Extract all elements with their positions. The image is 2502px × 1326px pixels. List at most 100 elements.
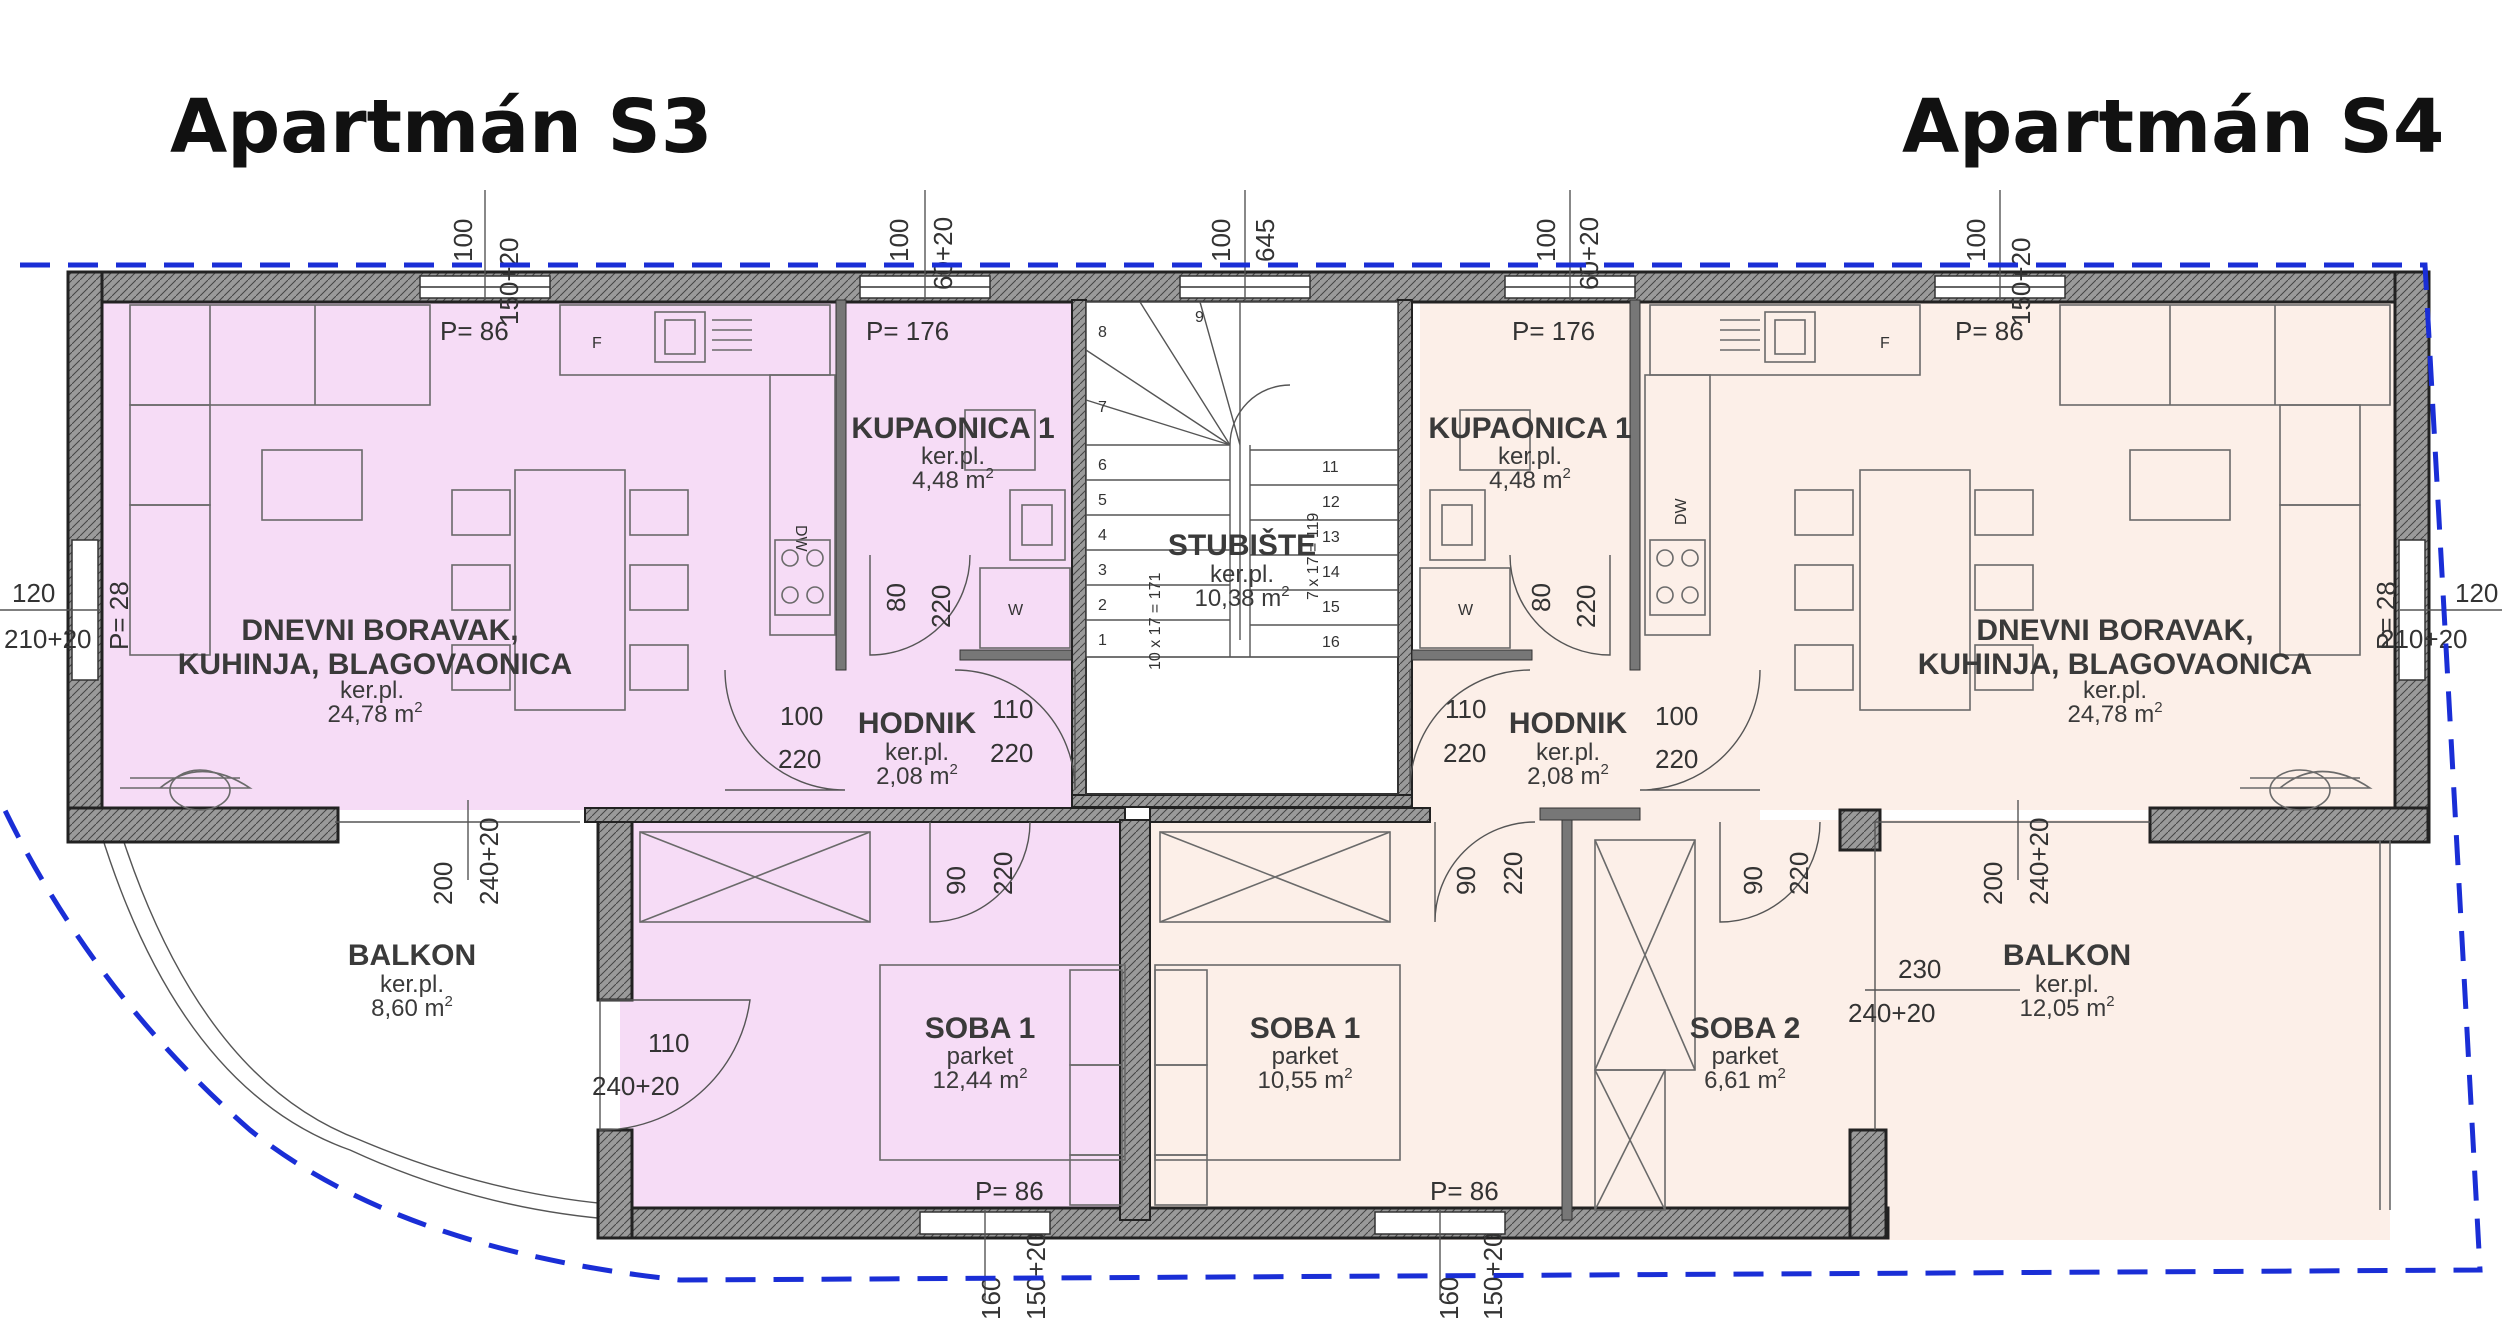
svg-text:6,61 m2: 6,61 m2 — [1704, 1065, 1786, 1094]
s3-washer-label: W — [1008, 602, 1024, 619]
dim-s4-room1-door-b: 220 — [1498, 852, 1528, 895]
dim-s4-hall-left-a: 110 — [1445, 694, 1486, 724]
svg-text:DNEVNI BORAVAK,: DNEVNI BORAVAK, — [241, 614, 518, 647]
stair-step-16: 16 — [1322, 634, 1340, 651]
dim-left-p: P= 28 — [104, 581, 134, 650]
dim-s3-entry-a: 100 — [780, 701, 823, 731]
stair-area: 10,38 m2 — [1194, 583, 1289, 612]
dim-s3-hall-right-a: 110 — [992, 694, 1033, 724]
s4-bathroom-furniture: W — [1419, 409, 1531, 649]
s3-bath-label: KUPAONICA 1 ker.pl. 4,48 m2 — [851, 412, 1054, 494]
dim-s4-balcony-door-a: 200 — [1978, 862, 2008, 905]
dim-s3-room1-balcony-b: 240+20 — [592, 1071, 679, 1101]
svg-text:parket: parket — [947, 1043, 1014, 1070]
svg-text:ker.pl.: ker.pl. — [1536, 739, 1600, 766]
dim-top-1-b: 150+20 — [494, 238, 524, 325]
property-boundary — [0, 262, 2483, 1283]
s4-room2-label: SOBA 2 parket 6,61 m2 — [1690, 1012, 1801, 1094]
dim-top-3-a: 100 — [1206, 219, 1236, 262]
dim-s4-balcony-window-b: 240+20 — [1848, 998, 1935, 1028]
svg-text:DNEVNI BORAVAK,: DNEVNI BORAVAK, — [1976, 614, 2253, 647]
stair-step-5: 5 — [1098, 492, 1107, 509]
svg-text:2,08 m2: 2,08 m2 — [1527, 761, 1609, 790]
s3-living-label: DNEVNI BORAVAK, KUHINJA, BLAGOVAONICA ke… — [178, 614, 572, 728]
dim-right-p: P= 28 — [2371, 581, 2401, 650]
svg-text:ker.pl.: ker.pl. — [1498, 443, 1562, 470]
dim-s4-balcony-door-b: 240+20 — [2024, 818, 2054, 905]
dimension-lines — [0, 190, 2502, 1300]
dim-s3-room1-door-b: 220 — [988, 852, 1018, 895]
svg-text:ker.pl.: ker.pl. — [921, 443, 985, 470]
svg-text:10,55 m2: 10,55 m2 — [1257, 1065, 1352, 1094]
stair-step-15: 15 — [1322, 599, 1340, 616]
svg-text:KUHINJA, BLAGOVAONICA: KUHINJA, BLAGOVAONICA — [178, 648, 572, 681]
dim-top-4-a: 100 — [1531, 219, 1561, 262]
stair-step-2: 2 — [1098, 597, 1107, 614]
s4-room1-label: SOBA 1 parket 10,55 m2 — [1250, 1012, 1361, 1094]
s3-dishwasher-label: DW — [792, 525, 809, 553]
dim-top-2-a: 100 — [884, 219, 914, 262]
dim-s3-entry-b: 220 — [778, 744, 821, 774]
staircase: 8 7 6 5 4 3 2 1 9 11 12 13 14 15 16 10 x… — [1085, 301, 1399, 795]
svg-text:KUHINJA, BLAGOVAONICA: KUHINJA, BLAGOVAONICA — [1918, 648, 2312, 681]
dim-s3-room1-door-a: 90 — [941, 866, 971, 895]
svg-text:ker.pl.: ker.pl. — [340, 677, 404, 704]
svg-text:HODNIK: HODNIK — [858, 707, 977, 740]
svg-text:BALKON: BALKON — [348, 939, 476, 972]
apartment-s4-fills — [1150, 300, 2400, 1240]
s4-living-label: DNEVNI BORAVAK, KUHINJA, BLAGOVAONICA ke… — [1918, 614, 2312, 728]
dim-s4-bath-door-a: 80 — [1526, 583, 1556, 612]
sill-s3-bath: P= 176 — [866, 316, 949, 346]
svg-text:KUPAONICA 1: KUPAONICA 1 — [1428, 412, 1631, 445]
svg-text:ker.pl.: ker.pl. — [885, 739, 949, 766]
sill-s3-living: P= 86 — [440, 316, 509, 346]
dim-s3-hall-right-b: 220 — [990, 738, 1033, 768]
s3-kitchen-furniture: F DW — [120, 304, 836, 811]
door-swings — [335, 554, 2150, 1131]
svg-text:BALKON: BALKON — [2003, 939, 2131, 972]
dim-s4-room2-door-a: 90 — [1738, 866, 1768, 895]
dim-top-2-b: 60+20 — [928, 217, 958, 290]
dim-top-5-b: 150+20 — [2006, 238, 2036, 325]
dim-bottom-2-a: 160 — [1434, 1277, 1464, 1320]
stair-step-8: 8 — [1098, 324, 1107, 341]
dim-left-a: 120 — [12, 578, 55, 608]
s3-hall-label: HODNIK ker.pl. 2,08 m2 — [858, 707, 977, 790]
stair-note-right: 7 x 17 = 119 — [1305, 513, 1322, 600]
dim-s3-balcony-door-b: 240+20 — [474, 818, 504, 905]
sill-s3-room1: P= 86 — [975, 1176, 1044, 1206]
dim-s4-entry-b: 220 — [1655, 744, 1698, 774]
dim-s3-room1-balcony-a: 110 — [648, 1028, 689, 1058]
stair-step-4: 4 — [1098, 527, 1107, 544]
svg-text:SOBA 2: SOBA 2 — [1690, 1012, 1801, 1045]
svg-text:HODNIK: HODNIK — [1509, 707, 1628, 740]
dim-top-3-b: 645 — [1250, 219, 1280, 262]
dim-s3-bath-door-a: 80 — [881, 583, 911, 612]
stair-step-12: 12 — [1322, 494, 1340, 511]
s3-bedroom-furniture — [639, 831, 1126, 1206]
svg-text:4,48 m2: 4,48 m2 — [912, 465, 994, 494]
s4-dishwasher-label: DW — [1673, 497, 1690, 525]
dim-s4-bath-door-b: 220 — [1571, 585, 1601, 628]
dim-s4-balcony-window-a: 230 — [1898, 954, 1941, 984]
s4-hall-label: HODNIK ker.pl. 2,08 m2 — [1509, 707, 1628, 790]
stair-step-7: 7 — [1098, 399, 1107, 416]
dim-right-a: 120 — [2455, 578, 2498, 608]
s3-room1-label: SOBA 1 parket 12,44 m2 — [925, 1012, 1036, 1094]
svg-text:ker.pl.: ker.pl. — [2035, 971, 2099, 998]
dim-s4-entry-a: 100 — [1655, 701, 1698, 731]
svg-text:8,60 m2: 8,60 m2 — [371, 993, 453, 1022]
dim-top-1-a: 100 — [448, 219, 478, 262]
svg-text:2,08 m2: 2,08 m2 — [876, 761, 958, 790]
s3-balcony-label: BALKON ker.pl. 8,60 m2 — [348, 939, 476, 1022]
dim-right-b: 210+20 — [2380, 624, 2467, 654]
stair-step-1: 1 — [1098, 632, 1107, 649]
s4-bath-label: KUPAONICA 1 ker.pl. 4,48 m2 — [1428, 412, 1631, 494]
svg-text:12,05 m2: 12,05 m2 — [2019, 993, 2114, 1022]
svg-text:parket: parket — [1712, 1043, 1779, 1070]
s4-bedroom-furniture — [1154, 831, 2391, 1211]
s3-bathroom-furniture: W — [964, 409, 1071, 649]
svg-text:SOBA 1: SOBA 1 — [925, 1012, 1036, 1045]
stair-step-14: 14 — [1322, 564, 1340, 581]
dim-s4-room1-door-a: 90 — [1451, 866, 1481, 895]
